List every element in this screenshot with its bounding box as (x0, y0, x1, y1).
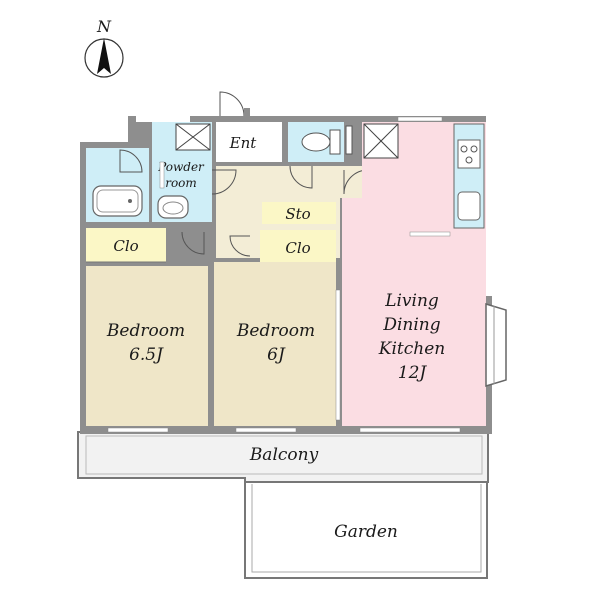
balcony-label: Balcony (249, 445, 319, 465)
bay-window (485, 302, 507, 388)
washbasin-icon (157, 195, 189, 219)
closet-left: Clo (86, 228, 166, 263)
garden-label: Garden (334, 522, 398, 542)
closet-middle: Clo (260, 230, 336, 265)
bedroom-left-label-line2: 6.5J (129, 345, 164, 365)
closet-middle-label: Clo (285, 239, 310, 257)
entrance-label: Ent (229, 134, 258, 152)
north-arrow-icon (84, 38, 124, 78)
windows (107, 116, 461, 433)
toilet-icon (301, 132, 331, 152)
kitchen-sink-icon (457, 191, 481, 221)
ldk-label-line1: Living (384, 291, 439, 311)
bedroom-middle-label-line2: 6J (267, 345, 286, 365)
ldk-label-line3: Kitchen (378, 339, 445, 359)
bathroom (86, 148, 149, 222)
storage-label: Sto (285, 205, 310, 223)
powder-room-label-line1: Powder (157, 160, 205, 174)
bedroom-middle-label-line1: Bedroom (236, 321, 315, 341)
toilet-room (288, 122, 353, 162)
living-dining-kitchen: Living Dining Kitchen 12J (342, 198, 486, 426)
entrance: Ent (216, 91, 282, 162)
ldk-label-line2: Dining (382, 315, 440, 335)
garden-area (244, 480, 488, 579)
powder-room: Powder room (152, 122, 212, 222)
compass: N (84, 17, 124, 78)
bedroom-middle: Bedroom 6J (214, 262, 336, 426)
bedroom-left-label-line1: Bedroom (106, 321, 185, 341)
kitchen-area (362, 122, 486, 232)
bedroom-left: Bedroom 6.5J (86, 266, 208, 426)
stove-icon (457, 139, 481, 169)
storage: Sto (262, 202, 336, 224)
compass-label: N (96, 17, 112, 36)
bathtub-icon (92, 185, 143, 217)
ldk-label-line4: 12J (398, 363, 428, 383)
closet-left-label: Clo (113, 237, 138, 255)
powder-room-label-line2: room (165, 176, 197, 190)
